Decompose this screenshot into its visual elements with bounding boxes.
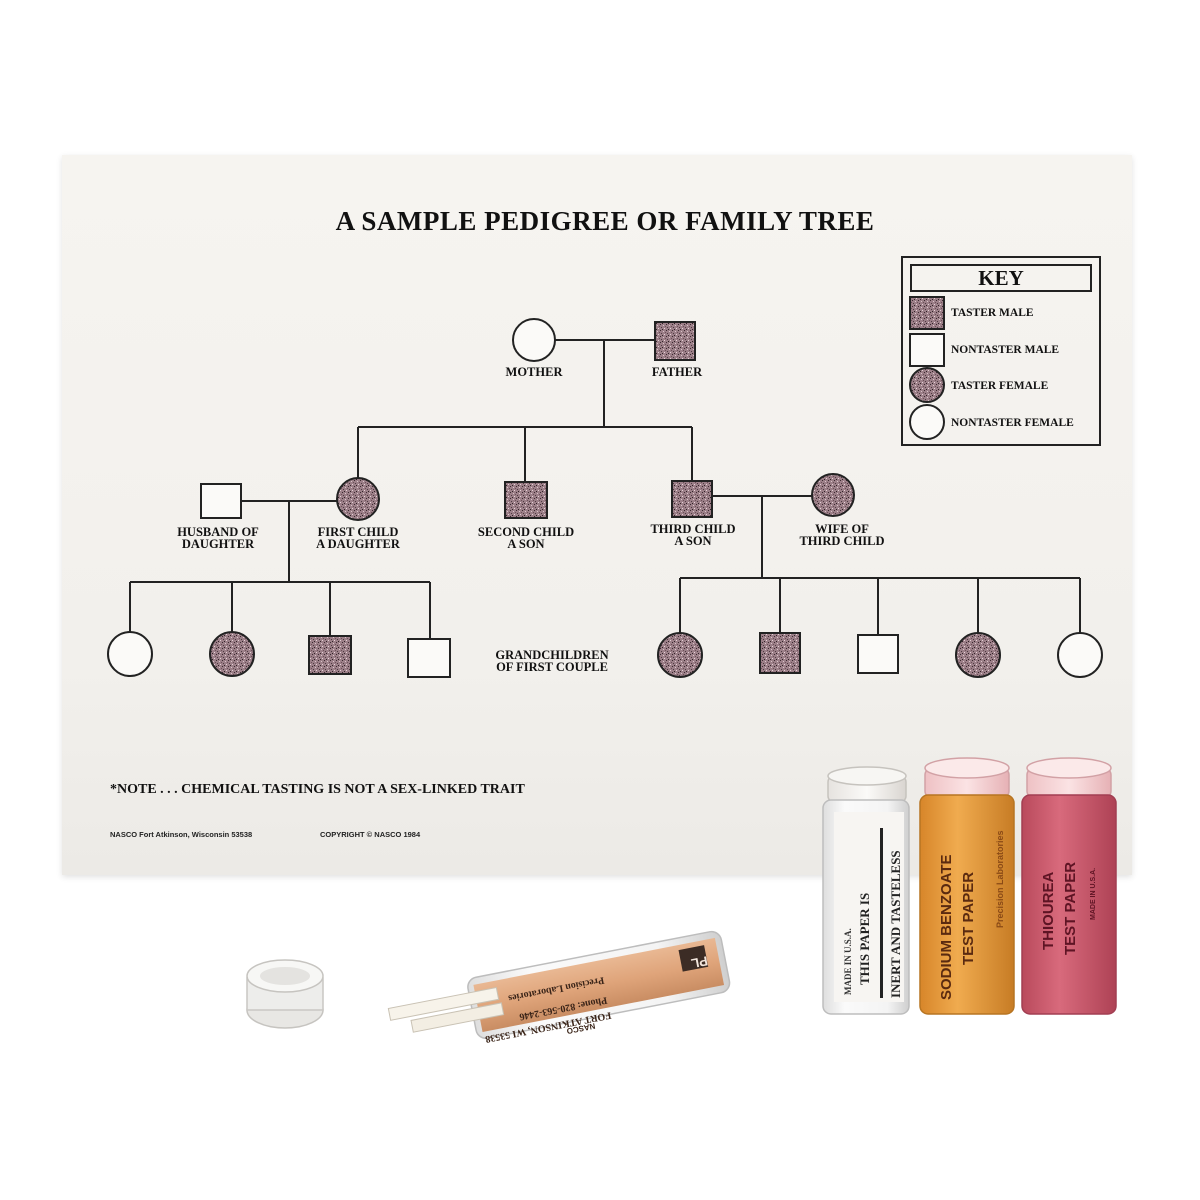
sodium-line2: TEST PAPER [960, 871, 977, 965]
pl-logo [678, 945, 709, 972]
loose-logo: PL [689, 953, 709, 972]
label-second-child-line2: A SON [507, 537, 545, 551]
label-wife-line2: THIRD CHILD [799, 534, 885, 548]
thiourea-made-in: MADE IN U.S.A. [1090, 867, 1097, 920]
label-first-child-line2: A DAUGHTER [316, 537, 400, 551]
key-nontaster-male-symbol [909, 333, 945, 367]
note-text: *NOTE . . . CHEMICAL TASTING IS NOT A SE… [110, 782, 525, 797]
mother-symbol [512, 318, 556, 362]
key-symbols [909, 296, 945, 440]
key-taster-female-symbol [909, 367, 945, 403]
grandchild-9-symbol [1057, 632, 1103, 678]
grandchild-6-symbol [759, 632, 801, 674]
pedigree-symbols [107, 318, 1103, 678]
thiourea-vial[interactable] [1021, 757, 1117, 1015]
father-symbol [654, 321, 696, 361]
footer-copyright: COPYRIGHT © NASCO 1984 [320, 830, 421, 839]
grandchild-3-symbol [308, 635, 352, 675]
label-husband-line1: HUSBAND OF [177, 525, 259, 539]
husband-symbol [200, 483, 242, 519]
label-third-child-line2: A SON [674, 534, 712, 548]
footer-publisher: NASCO Fort Atkinson, Wisconsin 53538 [110, 830, 253, 839]
sodium-line1: SODIUM BENZOATE [938, 854, 955, 1000]
label-father: FATHER [651, 365, 703, 379]
key-title: KEY [910, 264, 1092, 292]
control-made-in: MADE IN U.S.A. [843, 928, 853, 995]
first-child-symbol [336, 477, 380, 521]
wife-symbol [811, 473, 855, 517]
grandchild-1-symbol [107, 631, 153, 677]
key-label-nontaster-female: NONTASTER FEMALE [951, 417, 1074, 429]
label-grandchildren-line1: GRANDCHILDREN [495, 648, 609, 662]
grandchild-8-symbol [955, 632, 1001, 678]
grandchild-4-symbol [407, 638, 451, 678]
thiourea-line2: TEST PAPER [1062, 861, 1079, 955]
label-mother: MOTHER [505, 365, 563, 379]
key-label-taster-female: TASTER FEMALE [951, 380, 1049, 392]
grandchild-7-symbol [857, 634, 899, 674]
connector-lines [129, 339, 1081, 639]
second-child-symbol [504, 481, 548, 519]
control-line2: INERT AND TASTELESS [888, 850, 903, 998]
label-first-child-line1: FIRST CHILD [317, 525, 399, 539]
sodium-benzoate-vial[interactable] [919, 757, 1015, 1015]
third-child-symbol [671, 480, 713, 518]
label-third-child-line1: THIRD CHILD [650, 522, 736, 536]
key-taster-male-symbol [909, 296, 945, 330]
worksheet-title: A SAMPLE PEDIGREE OR FAMILY TREE [335, 206, 875, 236]
grandchild-5-symbol [657, 632, 703, 678]
sodium-brand: Precision Laboratories [995, 830, 1005, 928]
label-husband-line2: DAUGHTER [181, 537, 255, 551]
thiourea-line1: THIOUREA [1040, 871, 1057, 950]
key-label-taster-male: TASTER MALE [951, 307, 1034, 319]
loose-cap[interactable] [246, 959, 324, 1029]
grandchild-2-symbol [209, 631, 255, 677]
label-grandchildren-line2: OF FIRST COUPLE [496, 660, 608, 674]
control-vial[interactable] [822, 766, 910, 1015]
key-legend: KEY [901, 256, 1101, 446]
key-label-nontaster-male: NONTASTER MALE [951, 344, 1060, 356]
key-nontaster-female-symbol [909, 404, 945, 440]
label-wife-line1: WIFE OF [815, 522, 869, 536]
label-second-child-line1: SECOND CHILD [477, 525, 575, 539]
control-line1: THIS PAPER IS [857, 892, 872, 985]
loose-vial[interactable] [386, 930, 732, 1056]
